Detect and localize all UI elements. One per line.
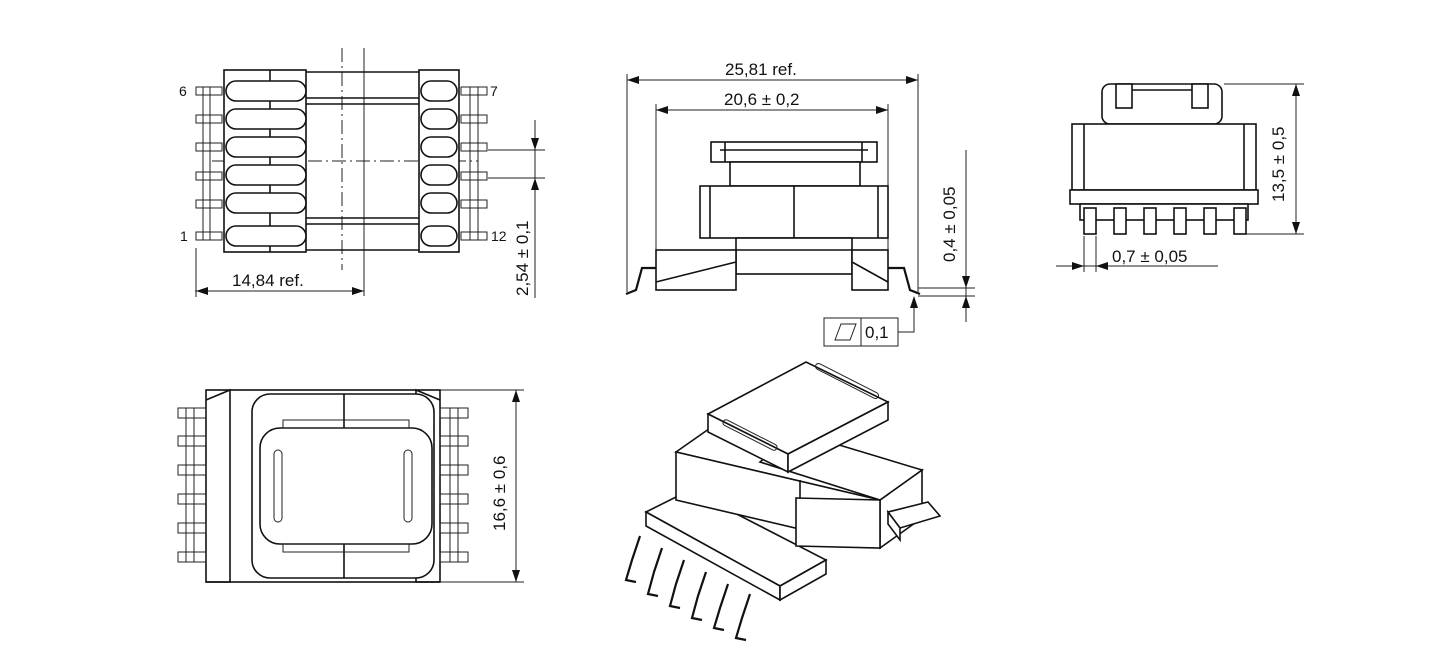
depth-dimension: 16,6 ± 0,6 bbox=[490, 456, 509, 532]
bottom-view: 6 7 1 12 2,54 ± 0,1 14,84 ref. bbox=[179, 48, 545, 298]
front-view: 25,81 ref. 20,6 ± 0,2 0 bbox=[625, 60, 975, 347]
width-dimension: 14,84 ref. bbox=[232, 271, 304, 290]
flatness-tolerance-frame: 0,1 bbox=[823, 296, 918, 347]
isometric-view bbox=[624, 361, 942, 642]
left-pad-row bbox=[225, 80, 307, 247]
top-view: 16,6 ± 0,6 bbox=[177, 388, 524, 583]
standoff-dimension: 0,4 ± 0,05 bbox=[940, 187, 959, 263]
pin-label-6: 6 bbox=[179, 83, 187, 99]
side-view-pins bbox=[1083, 207, 1247, 235]
flatness-value: 0,1 bbox=[865, 323, 889, 342]
left-pins bbox=[195, 86, 223, 241]
overall-length-dimension: 25,81 ref. bbox=[725, 60, 797, 79]
side-view: 13,5 ± 0,5 0,7 ± 0,05 bbox=[1056, 83, 1304, 272]
pin-label-1: 1 bbox=[180, 228, 188, 244]
right-pad-row bbox=[420, 80, 458, 247]
pitch-dimension: 2,54 ± 0,1 bbox=[513, 221, 532, 297]
pin-width-dimension: 0,7 ± 0,05 bbox=[1112, 247, 1188, 266]
top-view-right-pins bbox=[439, 407, 469, 563]
pin-label-7: 7 bbox=[490, 83, 498, 99]
parallelogram-flatness-icon bbox=[834, 323, 857, 341]
height-dimension: 13,5 ± 0,5 bbox=[1269, 127, 1288, 203]
top-view-left-pins bbox=[177, 407, 207, 563]
isometric-pins bbox=[624, 535, 752, 642]
pin-label-12: 12 bbox=[491, 228, 507, 244]
right-pins bbox=[460, 86, 488, 241]
body-length-dimension: 20,6 ± 0,2 bbox=[724, 90, 800, 109]
